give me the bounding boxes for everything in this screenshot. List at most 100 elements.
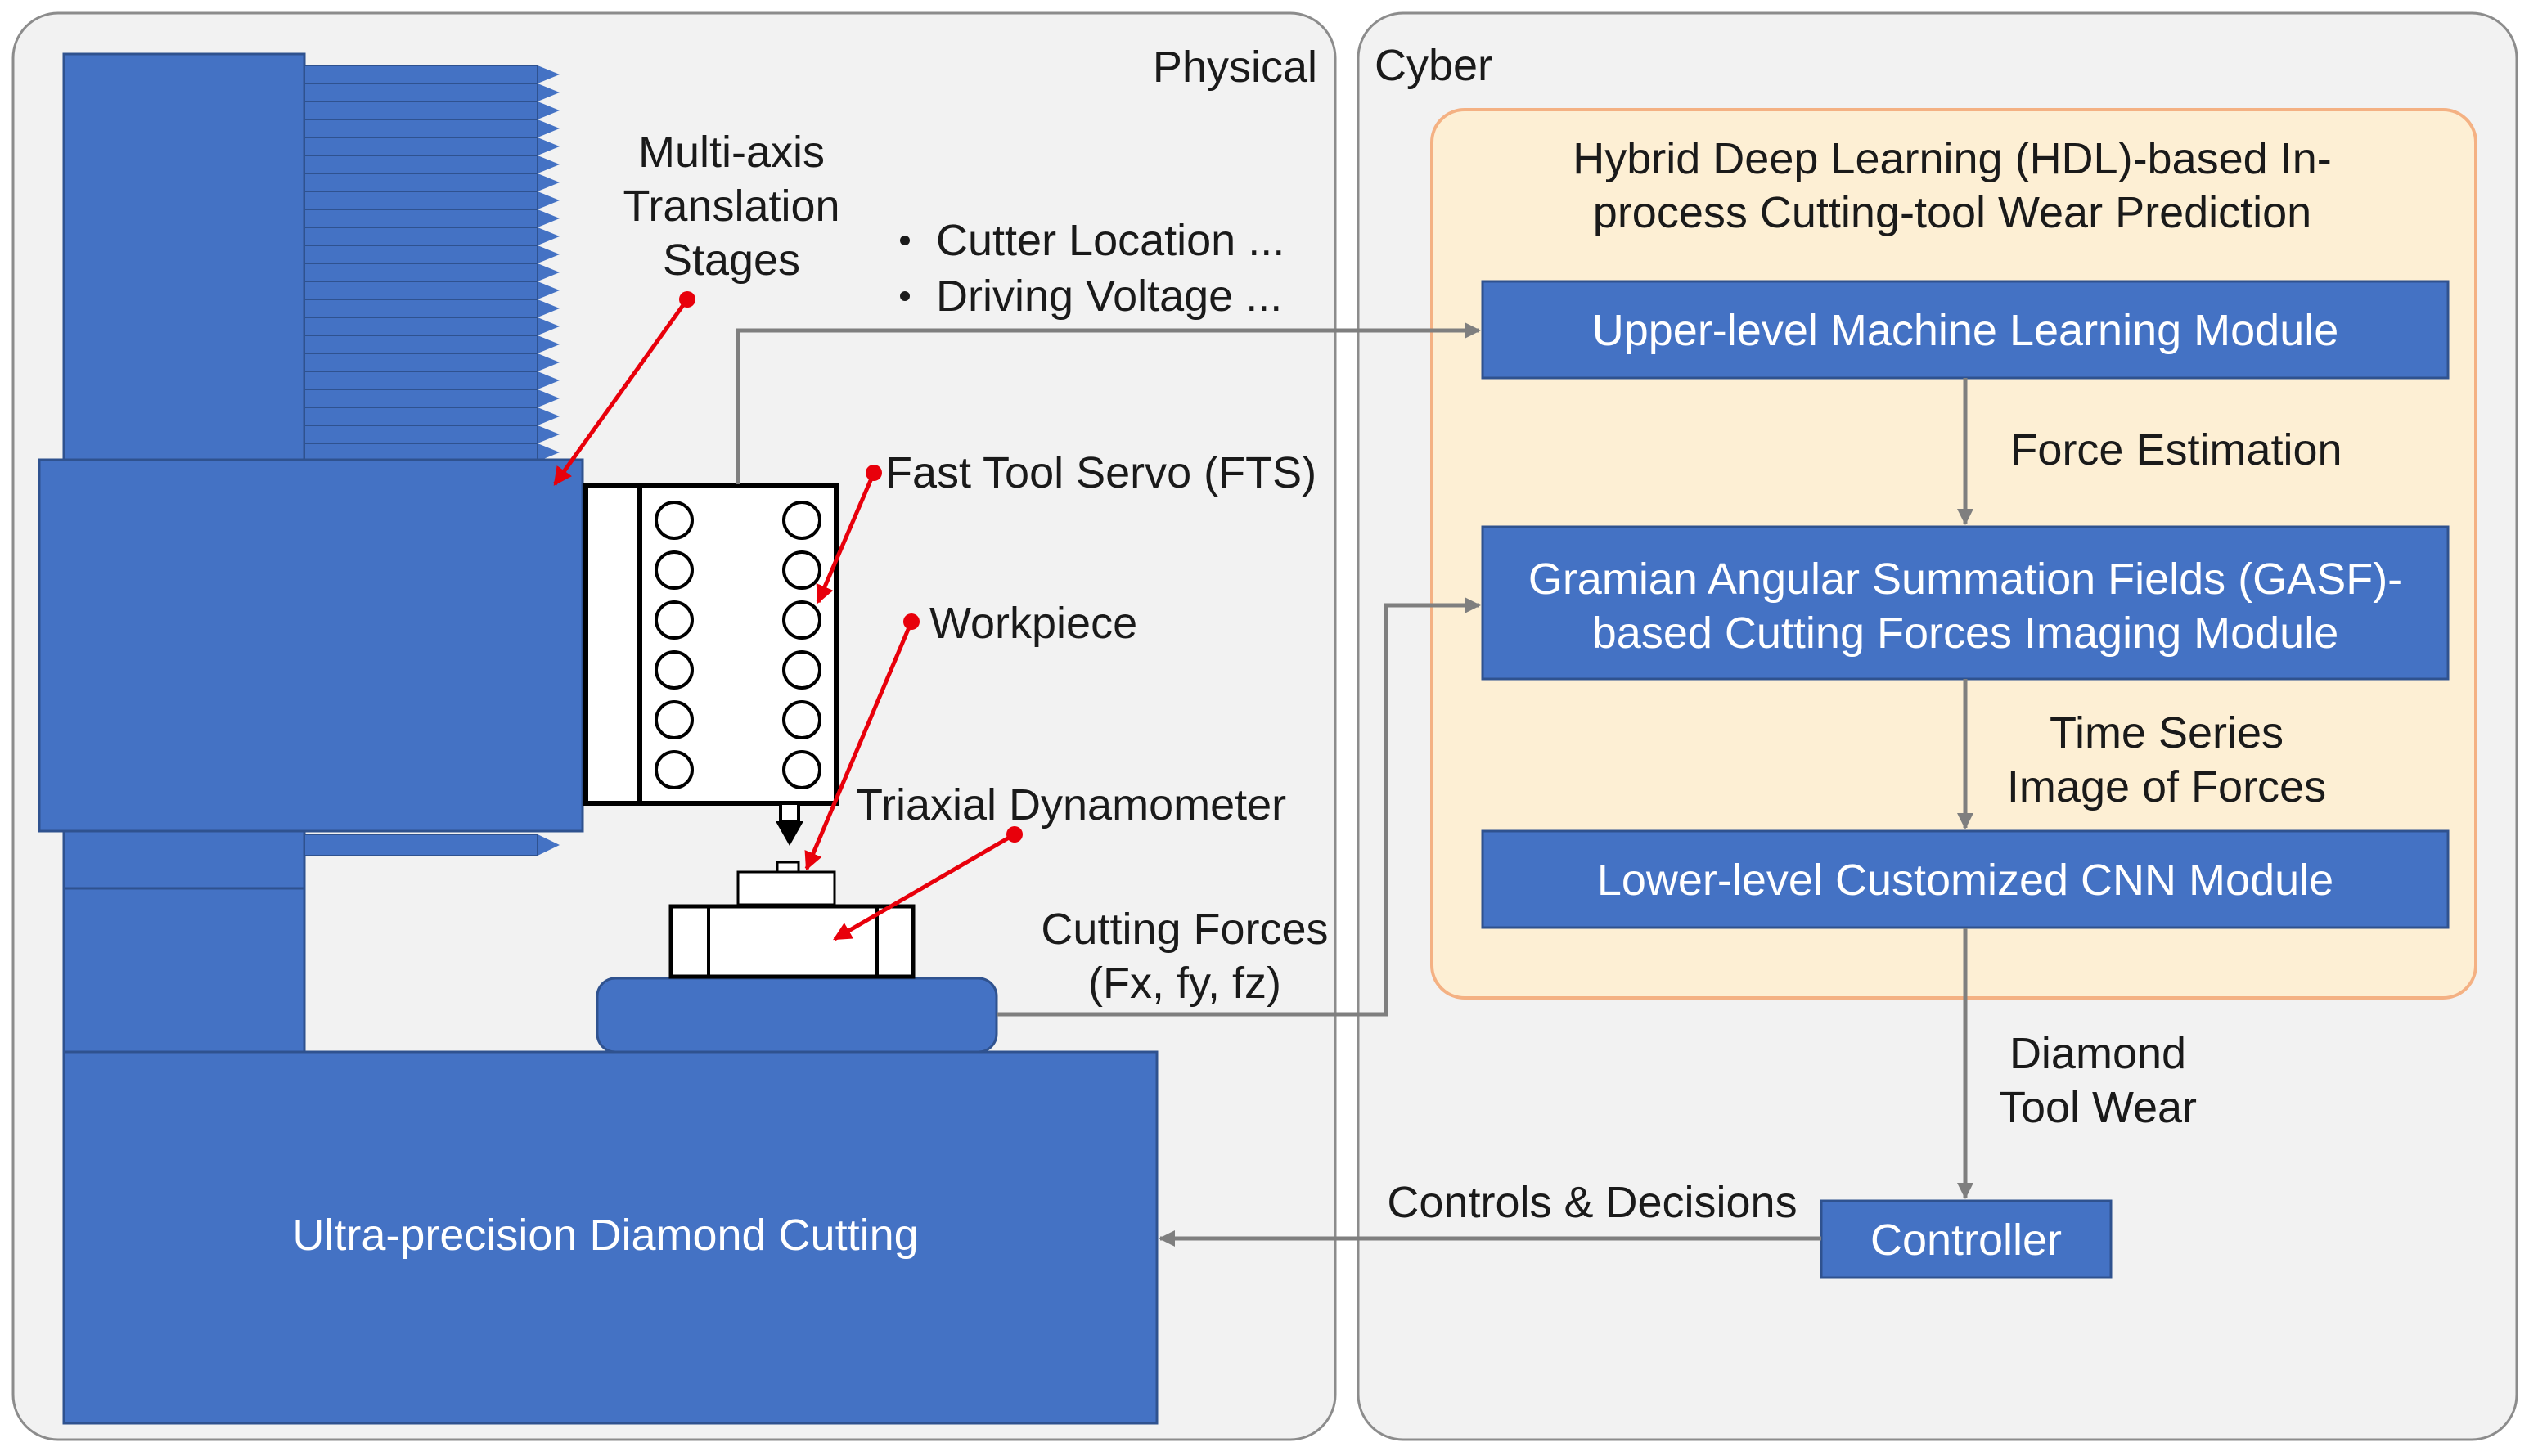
stage-slat-tip: [538, 353, 560, 371]
stages-label-line2: Translation: [623, 182, 839, 231]
fts-coil: [782, 501, 821, 540]
stage-slat: [304, 353, 538, 372]
stage-slat-tip: [538, 407, 560, 425]
stage-slat: [304, 137, 538, 156]
stage-slat-tip: [538, 389, 560, 407]
stage-slat-tip: [538, 137, 560, 155]
stage-slat: [304, 263, 538, 282]
stage-slat-tip: [538, 101, 560, 119]
diamond-tool-wear-label-line1: Diamond: [2009, 1029, 2186, 1078]
stages-label-line1: Multi-axis: [638, 128, 825, 177]
stage-slat: [304, 173, 538, 192]
stage-slat: [304, 335, 538, 354]
bullet-driving-voltage: Driving Voltage ...: [936, 272, 1282, 321]
stage-slat: [304, 101, 538, 120]
hdl-title-line2: process Cutting-tool Wear Prediction: [1593, 188, 2311, 237]
cutting-forces-label-line1: Cutting Forces: [1041, 905, 1328, 954]
cyber-panel-title: Cyber: [1375, 41, 1492, 90]
stage-slat-tip: [538, 119, 560, 137]
fts-coil: [655, 600, 694, 640]
workpiece-label: Workpiece: [929, 599, 1137, 648]
stage-slat-tip: [538, 65, 560, 83]
stages-label: Multi-axis Translation Stages: [623, 128, 839, 285]
lower-slat-strip: [304, 834, 538, 856]
stage-slat-tip: [538, 317, 560, 335]
cutting-forces-label-line2: (Fx, fy, fz): [1088, 959, 1281, 1008]
stage-slat: [304, 299, 538, 318]
fast-tool-servo: [583, 483, 839, 846]
diamond-tool-tip: [776, 821, 803, 846]
gasf-module-label-line1: Gramian Angular Summation Fields (GASF)-: [1528, 555, 2402, 604]
fts-coil: [782, 750, 821, 789]
gasf-module-label-line2: based Cutting Forces Imaging Module: [1592, 609, 2339, 658]
dynamometer-label: Triaxial Dynamometer: [856, 780, 1286, 829]
controller-box: [1820, 1199, 2113, 1279]
stage-slat-tip: [538, 443, 560, 461]
stage-slat: [304, 227, 538, 246]
stage-slat: [304, 83, 538, 102]
machine-base: [62, 1050, 1159, 1425]
pointer-arrows: [552, 291, 1023, 941]
fts-label: Fast Tool Servo (FTS): [885, 448, 1316, 497]
stage-slat-tip: [538, 371, 560, 389]
stage-slat-tip: [538, 173, 560, 191]
arrow-forces-to-gasf: [997, 597, 1481, 1017]
fts-coil: [782, 550, 821, 590]
stage-slat: [304, 65, 538, 84]
fts-coil: [655, 501, 694, 540]
stage-slat-tip: [538, 263, 560, 281]
stage-slat: [304, 155, 538, 174]
translation-stage-slats: [304, 65, 560, 462]
pointer-workpiece: [804, 621, 914, 871]
controller-label: Controller: [1870, 1216, 2062, 1265]
workpiece: [736, 870, 836, 906]
stage-slat-tip: [538, 83, 560, 101]
fts-coils: [655, 501, 821, 789]
stage-slat: [304, 371, 538, 390]
bullet-list: Cutter Location ... Driving Voltage ...: [900, 216, 1285, 321]
upper-level-module: [1481, 280, 2450, 380]
bullet-dot: [900, 236, 910, 245]
lower-slat-tip: [538, 834, 560, 856]
stage-slat: [304, 425, 538, 444]
bullet-cutter-location: Cutter Location ...: [936, 216, 1285, 265]
fts-coil: [655, 550, 694, 590]
stage-slat-tip: [538, 335, 560, 353]
stage-slat: [304, 245, 538, 264]
upper-level-module-label: Upper-level Machine Learning Module: [1592, 306, 2339, 355]
bullet-dot: [900, 291, 910, 301]
stage-slat: [304, 407, 538, 426]
pointer-fts: [816, 472, 876, 604]
stage-slat-tip: [538, 155, 560, 173]
gasf-module: [1481, 525, 2450, 681]
arrow-fts-to-upper: [736, 322, 1481, 484]
stage-slat: [304, 317, 538, 336]
stage-slat-tip: [538, 299, 560, 317]
pointer-stages: [552, 298, 690, 486]
fts-coil: [782, 650, 821, 690]
stage-slat: [304, 119, 538, 138]
diamond-tool-wear-label-line2: Tool Wear: [1999, 1083, 2197, 1132]
stage-slat: [304, 281, 538, 300]
stage-slat-tip: [538, 209, 560, 227]
workpiece-tip: [776, 861, 800, 874]
stage-slat: [304, 209, 538, 228]
hdl-title-line1: Hybrid Deep Learning (HDL)-based In-: [1573, 134, 2331, 183]
stage-slat-tip: [538, 227, 560, 245]
stage-slat-tip: [538, 245, 560, 263]
fts-coil: [782, 700, 821, 739]
stage-carriage: [38, 458, 584, 833]
controls-decisions-label: Controls & Decisions: [1387, 1178, 1797, 1227]
flow-arrows: [736, 322, 1973, 1247]
fts-housing: [583, 483, 839, 806]
machine-structure: Ultra-precision Diamond Cutting: [38, 52, 1159, 1425]
fts-coil: [655, 700, 694, 739]
stage-slat-tip: [538, 191, 560, 209]
stage-slat: [304, 191, 538, 210]
fts-coil: [655, 650, 694, 690]
pointer-dynamometer: [833, 832, 1016, 941]
lower-level-module: [1481, 829, 2450, 929]
force-estimation-label: Force Estimation: [2010, 425, 2342, 474]
fts-tool-shank: [779, 802, 800, 823]
fts-coil: [655, 750, 694, 789]
